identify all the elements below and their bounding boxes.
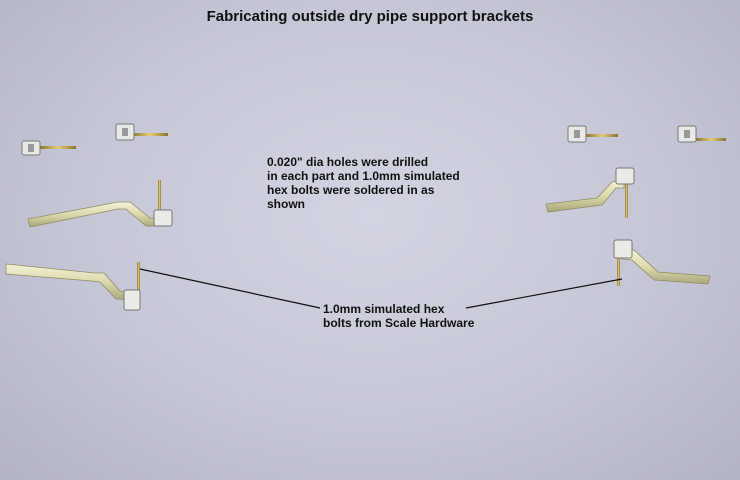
hex-bolt xyxy=(115,123,168,141)
leader-line-left xyxy=(139,268,321,309)
label-line: bolts from Scale Hardware xyxy=(323,316,475,330)
bracket-upper-right xyxy=(545,167,635,218)
note-line: shown xyxy=(267,197,305,211)
hex-bolt xyxy=(567,125,618,143)
label-line: 1.0mm simulated hex xyxy=(323,302,445,316)
note-line: in each part and 1.0mm simulated xyxy=(267,169,460,183)
leader-line-right xyxy=(465,278,623,309)
note-line: 0.020" dia holes were drilled xyxy=(267,155,429,169)
bolt-label: 1.0mm simulated hex bolts from Scale Har… xyxy=(323,302,523,330)
bracket-lower-left xyxy=(5,262,141,311)
hex-bolt xyxy=(677,125,726,143)
drilling-note: 0.020" dia holes were drilled in each pa… xyxy=(267,155,497,211)
hex-bolt xyxy=(21,140,76,156)
note-line: hex bolts were soldered in as xyxy=(267,183,435,197)
bracket-upper-left xyxy=(27,180,173,228)
photo-title: Fabricating outside dry pipe support bra… xyxy=(206,8,534,25)
bracket-lower-right xyxy=(613,239,711,286)
